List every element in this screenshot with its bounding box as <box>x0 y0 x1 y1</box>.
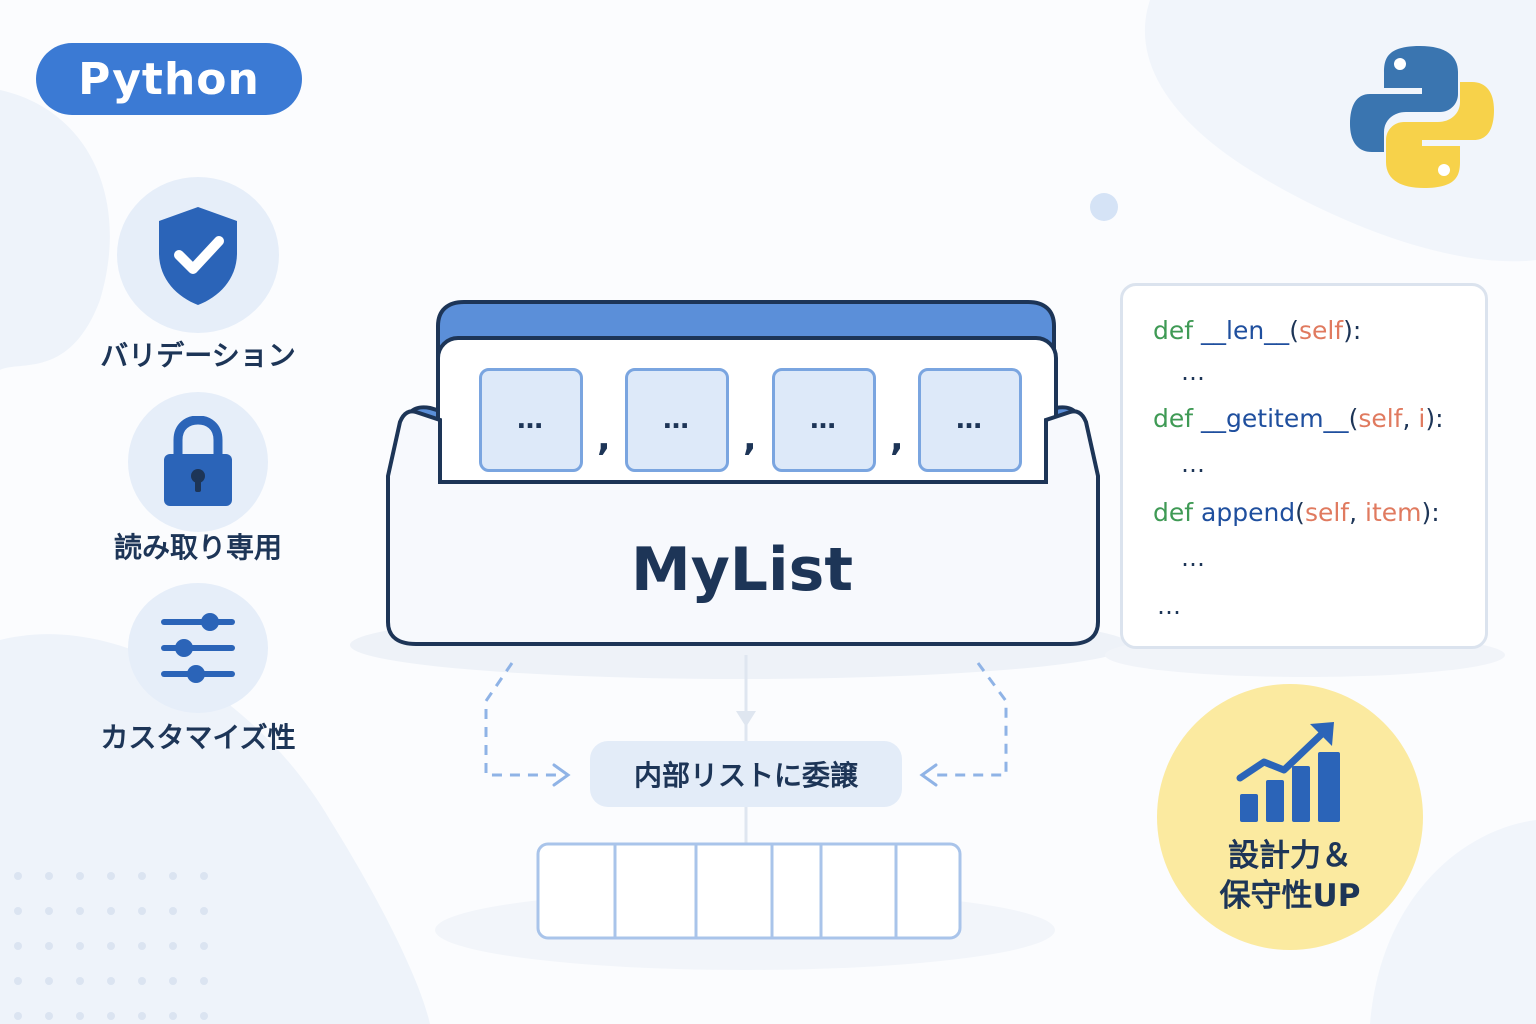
code-panel: def __len__(self): … def __getitem__(sel… <box>1120 283 1488 649</box>
list-slot: … <box>918 368 1022 472</box>
mylist-container <box>386 300 1100 646</box>
code-ellipsis: … <box>1181 544 1207 572</box>
code-line-append: def append(self, item): <box>1153 498 1440 527</box>
list-slot: … <box>479 368 583 472</box>
decor-dot <box>169 907 177 915</box>
decor-dot <box>169 942 177 950</box>
decor-dot <box>169 1012 177 1020</box>
decor-dot <box>45 907 53 915</box>
decor-dot <box>169 977 177 985</box>
code-line-len: def __len__(self): <box>1153 316 1361 345</box>
dot-grid <box>14 872 208 1020</box>
code-punct: , <box>1349 498 1365 527</box>
decor-dot <box>107 977 115 985</box>
decor-dot <box>45 1012 53 1020</box>
language-badge: Python <box>36 43 302 115</box>
benefit-label: 設計力＆ 保守性UP <box>1157 836 1423 916</box>
growth-chart-icon <box>1236 722 1340 822</box>
lock-icon <box>164 416 232 506</box>
code-param: self <box>1304 498 1350 527</box>
internal-list-array <box>536 842 962 940</box>
slot-separator: , <box>597 418 611 459</box>
code-punct: ): <box>1343 316 1362 345</box>
decor-dot <box>138 1012 146 1020</box>
code-punct: ( <box>1348 404 1359 433</box>
feature-validation-label: バリデーション <box>100 339 296 372</box>
code-punct: ): <box>1421 498 1440 527</box>
decor-dot <box>14 1012 22 1020</box>
delegate-label: 内部リストに委譲 <box>590 741 902 807</box>
decor-dot <box>107 907 115 915</box>
decor-dot <box>200 942 208 950</box>
list-slot: … <box>625 368 729 472</box>
shield-check-icon <box>159 207 237 305</box>
code-method-name: __len__ <box>1201 316 1290 345</box>
decor-dot <box>138 907 146 915</box>
code-method-name: __getitem__ <box>1201 404 1349 433</box>
code-ellipsis: … <box>1181 450 1207 478</box>
feature-customize-circle <box>128 583 268 713</box>
code-punct: ( <box>1289 316 1299 345</box>
decor-dot <box>76 942 84 950</box>
code-param: self <box>1358 404 1403 433</box>
decor-dot <box>14 872 22 880</box>
code-keyword: def <box>1153 404 1194 433</box>
decor-dot <box>200 1012 208 1020</box>
decor-dot <box>169 872 177 880</box>
decor-dot <box>107 872 115 880</box>
code-ellipsis: … <box>1181 358 1207 386</box>
code-param: self <box>1298 316 1344 345</box>
decor-dot <box>45 942 53 950</box>
code-method-name: append <box>1201 498 1296 527</box>
decor-dot <box>200 977 208 985</box>
code-punct: , <box>1402 404 1419 433</box>
feature-validation-circle <box>117 177 279 333</box>
code-param: i <box>1418 404 1426 433</box>
code-punct: ): <box>1425 404 1444 433</box>
decor-dot <box>76 907 84 915</box>
decor-dot <box>138 977 146 985</box>
code-keyword: def <box>1153 316 1194 345</box>
decor-dot <box>76 1012 84 1020</box>
code-line-getitem: def __getitem__(self, i): <box>1153 404 1444 433</box>
feature-readonly-label: 読み取り専用 <box>113 531 282 564</box>
mylist-title: MyList <box>630 535 853 605</box>
decor-dot <box>14 942 22 950</box>
feature-customize-label: カスタマイズ性 <box>100 721 296 754</box>
benefit-line-2: 保守性UP <box>1219 878 1361 914</box>
decor-dot <box>107 1012 115 1020</box>
decor-dot <box>14 907 22 915</box>
slot-separator: , <box>890 418 904 459</box>
decor-dot <box>138 872 146 880</box>
decor-dot <box>76 977 84 985</box>
code-param: item <box>1365 498 1422 527</box>
list-slot: … <box>772 368 876 472</box>
decor-dot <box>45 872 53 880</box>
code-punct: ( <box>1295 498 1305 527</box>
code-keyword: def <box>1153 498 1194 527</box>
decor-dot <box>45 977 53 985</box>
decor-dot <box>138 942 146 950</box>
python-logo-icon <box>1350 46 1494 188</box>
benefit-circle <box>1157 684 1423 950</box>
code-ellipsis: … <box>1157 592 1183 620</box>
sliders-icon <box>161 613 235 683</box>
slot-separator: , <box>743 418 757 459</box>
decor-dot <box>200 907 208 915</box>
benefit-line-1: 設計力＆ <box>1228 838 1352 874</box>
decor-dot <box>14 977 22 985</box>
decor-dot <box>200 872 208 880</box>
decor-dot <box>76 872 84 880</box>
decor-dot <box>107 942 115 950</box>
feature-readonly-circle <box>128 392 268 532</box>
